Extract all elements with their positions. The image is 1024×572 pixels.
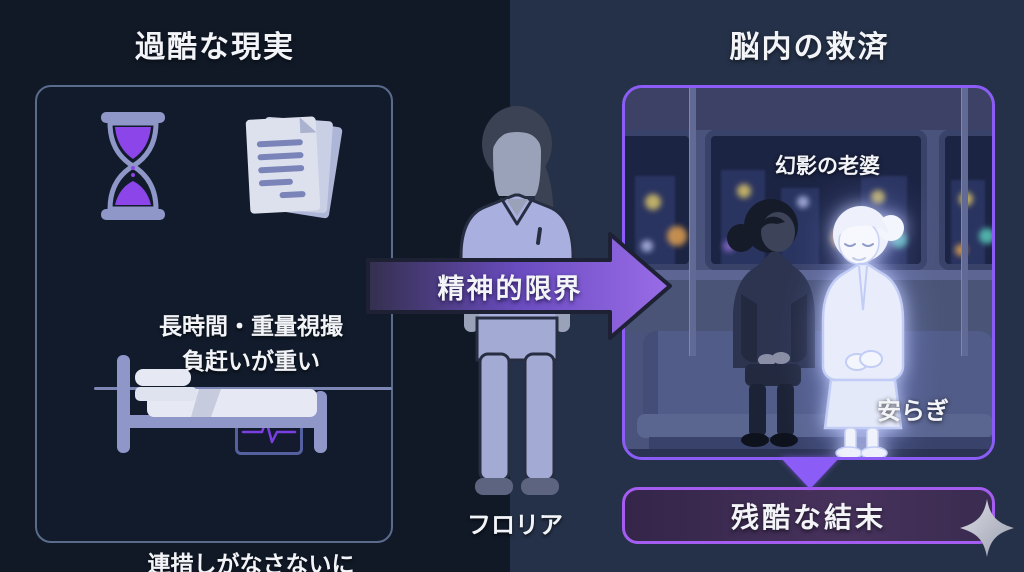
patient-line-1: 連措しがなさないに [147, 551, 355, 572]
bus-floor [625, 449, 992, 457]
figure-label: フロリア [467, 512, 563, 539]
bus-bench-armrest [643, 331, 658, 417]
hospital-bed-icon [117, 355, 327, 453]
hourglass-icon [101, 112, 165, 220]
bus-window-left [625, 130, 695, 270]
bus-bench-back [643, 331, 992, 417]
panel-divider [94, 387, 392, 390]
comfort-label: 安らぎ [877, 398, 949, 425]
right-section-title: 脳内の救済 [729, 31, 890, 64]
bus-pole-right [961, 88, 968, 356]
outcome-label: 残酷な結末 [730, 501, 886, 533]
ghost-label: 幻影の老婆 [775, 155, 880, 178]
dark-rider-silhouette [727, 199, 815, 447]
documents-icon [245, 116, 343, 219]
bus-scene-panel: 幻影の老婆 安らぎ [622, 85, 995, 460]
bus-pole-left [689, 88, 696, 356]
burden-text: 長時間・重量視撮 負赶いが重い [77, 309, 425, 379]
glowing-old-woman [821, 206, 905, 457]
bus-window-rail [625, 270, 992, 280]
burden-line-1: 長時間・重量視撮 [159, 313, 343, 339]
down-arrow [780, 457, 840, 489]
outcome-box: 残酷な結末 [622, 487, 995, 544]
bus-wall-top [625, 88, 992, 130]
arrow-label: 精神的限界 [437, 274, 583, 304]
patient-text: 連措しがなさないに 死んだした患者 [77, 547, 425, 572]
bus-bench-seat [637, 414, 992, 438]
left-section-title: 過酷な現実 [135, 31, 295, 64]
bus-bench-base [649, 437, 992, 451]
burden-line-2: 負赶いが重い [182, 348, 320, 374]
sparkle-icon [960, 499, 1014, 557]
limit-arrow [366, 232, 672, 340]
harsh-reality-panel: 長時間・重量視撮 負赶いが重い 連措しがなさないに 死んだした患者 [35, 85, 393, 572]
